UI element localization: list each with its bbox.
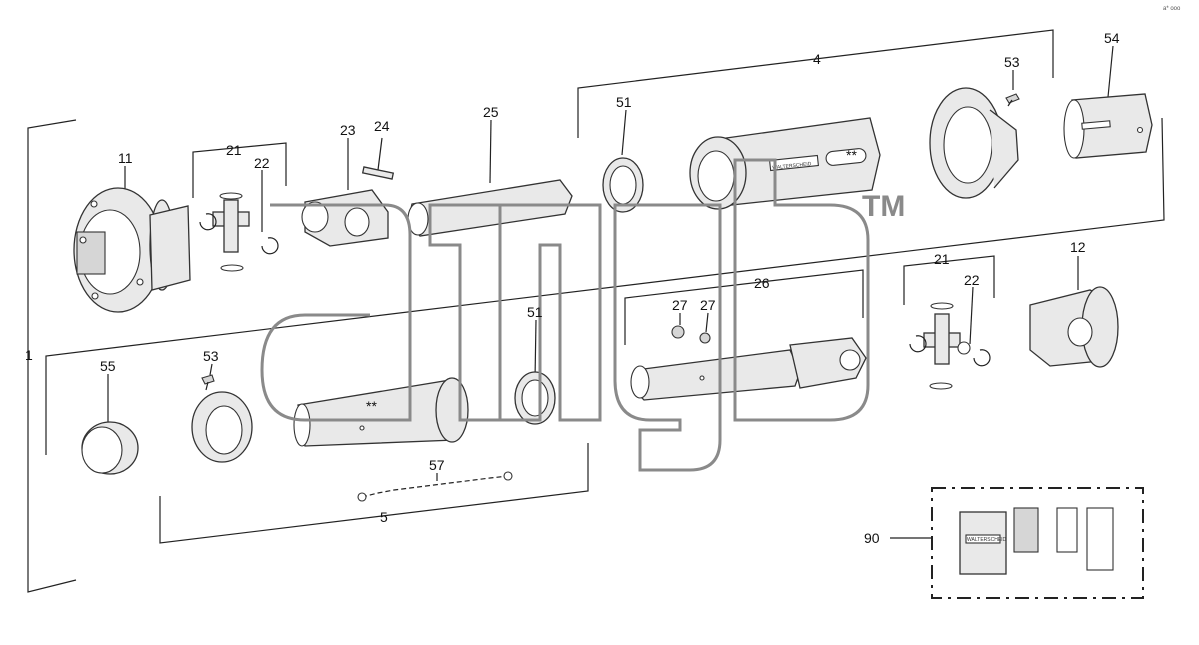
callout-27b: 27	[700, 297, 716, 313]
callout-25: 25	[483, 104, 499, 120]
leader-22-lower	[969, 286, 974, 345]
part-53-screw-lower	[201, 374, 215, 391]
leader-25	[489, 119, 492, 184]
leader-51-upper	[621, 109, 627, 156]
part-57-safety-chain	[357, 471, 513, 502]
bracket-21-lower	[903, 255, 995, 305]
part-12-yoke	[1029, 286, 1119, 368]
leader-51-lower	[534, 319, 537, 381]
part-21-cross-kit-upper	[199, 192, 279, 272]
callout-22-lower: 22	[964, 272, 980, 288]
amgp-watermark: TM	[260, 158, 905, 472]
part-24-pin	[361, 166, 395, 180]
bracket-26	[624, 269, 864, 345]
leader-54	[1107, 45, 1114, 98]
part-cone-guard-lower	[191, 391, 253, 463]
leader-53-lower	[209, 363, 213, 376]
callout-26: 26	[754, 275, 770, 291]
part-11-flange-yoke	[73, 187, 191, 313]
part-51-bearing-ring-upper	[602, 157, 644, 213]
star-mark-upper: **	[846, 147, 857, 163]
part-53-screw-upper	[1005, 93, 1020, 107]
callout-11: 11	[118, 150, 133, 166]
callout-12: 12	[1070, 239, 1086, 255]
callout-90: 90	[864, 530, 880, 546]
callout-24: 24	[374, 118, 390, 134]
part-54-sleeve	[1063, 93, 1153, 159]
part-21-cross-kit-lower	[909, 302, 991, 390]
part-55-sleeve	[81, 421, 139, 475]
callout-51-lower: 51	[527, 304, 543, 320]
bracket-1	[27, 119, 77, 593]
callout-5: 5	[380, 509, 388, 525]
callout-1: 1	[25, 347, 33, 363]
divider-line	[45, 117, 1165, 455]
part-27-grease-nipples	[671, 325, 711, 344]
kit-brand-label: WALTERSCHEID	[967, 537, 1007, 543]
part-lower-outer-guard-tube	[293, 377, 469, 447]
callout-23: 23	[340, 122, 356, 138]
callout-4: 4	[813, 51, 821, 67]
part-23-yoke	[301, 189, 389, 247]
callout-54: 54	[1104, 30, 1120, 46]
part-90-label-kit: WALTERSCHEID	[931, 487, 1144, 599]
callout-57: 57	[429, 457, 445, 473]
leader-24	[377, 137, 383, 171]
part-26-inner-profile-tube	[630, 337, 867, 401]
part-cone-guard-upper	[929, 87, 1019, 199]
part-4-outer-guard-tube: WALTERSCHEID	[689, 117, 881, 210]
part-25-profile-tube	[407, 179, 573, 237]
part-51-bearing-ring-lower	[514, 371, 556, 425]
callout-27a: 27	[672, 297, 688, 313]
bracket-5	[159, 443, 589, 544]
callout-21-upper: 21	[226, 142, 242, 158]
callout-53-lower: 53	[203, 348, 219, 364]
callout-53-upper: 53	[1004, 54, 1020, 70]
callout-21-lower: 21	[934, 251, 950, 267]
leader-27b	[705, 312, 709, 333]
callout-51-upper: 51	[616, 94, 632, 110]
callout-55: 55	[100, 358, 116, 374]
callout-22-upper: 22	[254, 155, 270, 171]
watermark-tm: TM	[862, 190, 905, 223]
star-mark-lower: **	[366, 398, 377, 414]
bracket-21-upper	[192, 142, 287, 198]
tube-brand-label: WALTERSCHEID	[772, 161, 812, 171]
corner-code: a* ooo	[1163, 6, 1181, 12]
bracket-4	[577, 29, 1054, 138]
